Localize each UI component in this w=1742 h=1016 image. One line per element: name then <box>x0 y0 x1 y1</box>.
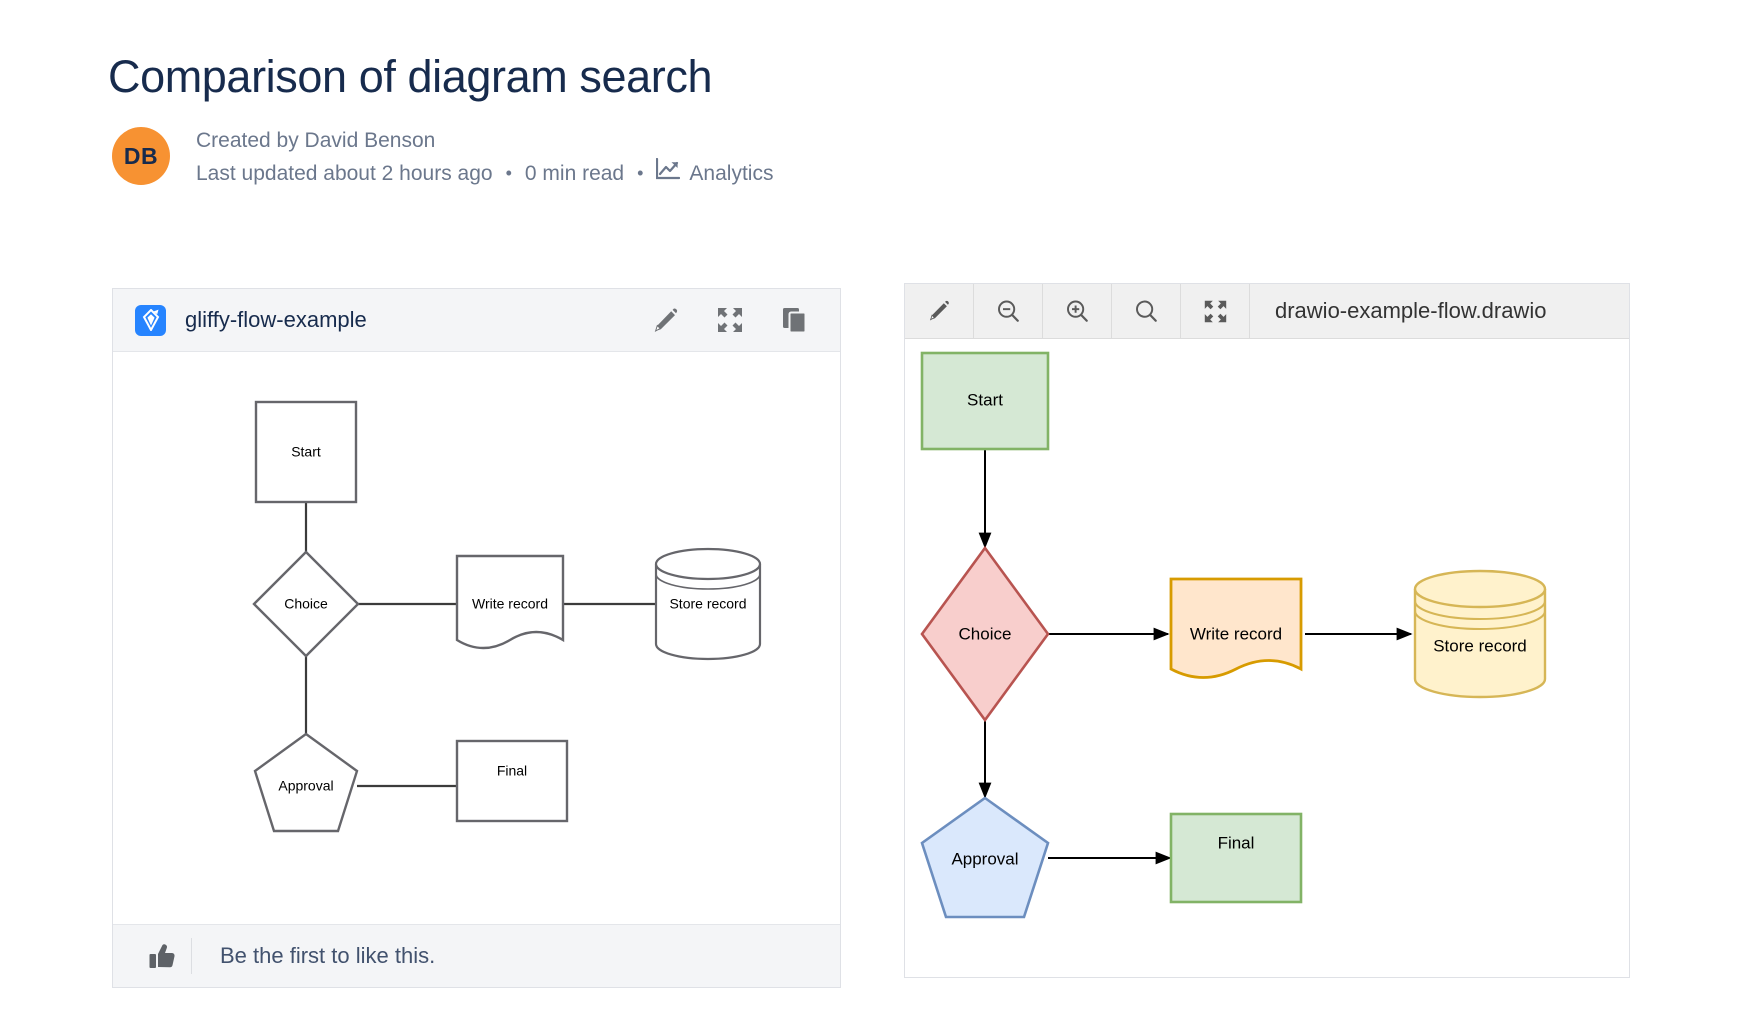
node-write-record[interactable]: Write record <box>1169 577 1303 679</box>
node-write-record[interactable]: Write record <box>455 554 565 650</box>
analytics-link[interactable]: Analytics <box>656 157 773 190</box>
svg-text:Approval: Approval <box>951 849 1018 868</box>
byline-text: Created by David Benson Last updated abo… <box>196 124 773 190</box>
drawio-diagram-canvas[interactable]: Start Choice Write record <box>905 339 1629 977</box>
node-final[interactable]: Final <box>1169 812 1303 904</box>
edit-pencil-icon[interactable] <box>648 303 682 337</box>
fullscreen-expand-icon[interactable] <box>1181 284 1250 338</box>
zoom-out-icon[interactable] <box>974 284 1043 338</box>
drawio-diagram-svg: Start Choice Write record <box>920 351 1547 919</box>
drawio-toolbar: drawio-example-flow.drawio <box>905 284 1629 339</box>
gliffy-icon <box>135 304 166 336</box>
like-prompt-label: Be the first to like this. <box>220 943 436 968</box>
footer-divider <box>191 938 192 974</box>
created-by-label: Created by David Benson <box>196 129 436 152</box>
node-approval[interactable]: Approval <box>253 732 359 833</box>
gliffy-panel-actions <box>648 303 812 337</box>
copy-duplicate-icon[interactable] <box>778 303 812 337</box>
node-choice[interactable]: Choice <box>252 550 360 658</box>
svg-text:Final: Final <box>497 763 527 779</box>
gliffy-macro-panel: gliffy-flow-example <box>112 288 841 988</box>
gliffy-panel-footer: Be the first to like this. <box>113 924 840 987</box>
svg-text:Approval: Approval <box>278 778 333 794</box>
zoom-in-icon[interactable] <box>1043 284 1112 338</box>
svg-text:Write record: Write record <box>1190 624 1282 643</box>
gliffy-diagram-canvas[interactable]: Start Choice Write record Store re <box>113 352 840 924</box>
node-store-record[interactable]: Store record <box>1413 569 1547 699</box>
svg-text:Final: Final <box>1218 833 1255 852</box>
analytics-chart-icon <box>656 157 689 190</box>
meta-separator-1: • <box>505 163 512 183</box>
drawio-macro-panel: drawio-example-flow.drawio <box>904 283 1630 978</box>
node-start[interactable]: Start <box>920 351 1050 451</box>
avatar[interactable]: DB <box>112 127 170 185</box>
gliffy-diagram-title: gliffy-flow-example <box>185 307 367 332</box>
node-store-record[interactable]: Store record <box>654 547 762 661</box>
search-icon[interactable] <box>1112 284 1181 338</box>
drawio-filename-label: drawio-example-flow.drawio <box>1275 298 1547 323</box>
analytics-label: Analytics <box>689 162 774 185</box>
node-approval[interactable]: Approval <box>920 796 1050 919</box>
thumbs-up-icon[interactable] <box>135 941 189 971</box>
drawio-edges <box>978 447 1413 865</box>
svg-text:Store record: Store record <box>669 596 746 612</box>
svg-text:Write record: Write record <box>472 596 548 612</box>
edit-pencil-icon[interactable] <box>905 284 974 338</box>
meta-separator-2: • <box>637 163 644 183</box>
svg-text:Start: Start <box>291 444 321 460</box>
svg-text:Store record: Store record <box>1433 636 1527 655</box>
byline: DB Created by David Benson Last updated … <box>112 124 773 190</box>
gliffy-panel-header: gliffy-flow-example <box>113 289 840 352</box>
byline-meta-row: Last updated about 2 hours ago • 0 min r… <box>196 157 773 190</box>
fullscreen-expand-icon[interactable] <box>713 303 747 337</box>
gliffy-edges <box>304 502 656 788</box>
svg-text:Start: Start <box>967 390 1003 409</box>
node-choice[interactable]: Choice <box>920 545 1050 723</box>
read-time-label: 0 min read <box>524 162 625 185</box>
svg-text:Choice: Choice <box>959 624 1012 643</box>
node-final[interactable]: Final <box>455 739 569 823</box>
svg-text:Choice: Choice <box>284 596 328 612</box>
node-start[interactable]: Start <box>254 400 358 504</box>
page-title: Comparison of diagram search <box>108 51 713 103</box>
gliffy-diagram-svg: Start Choice Write record Store re <box>252 400 762 833</box>
last-updated-label: Last updated about 2 hours ago <box>196 162 493 185</box>
